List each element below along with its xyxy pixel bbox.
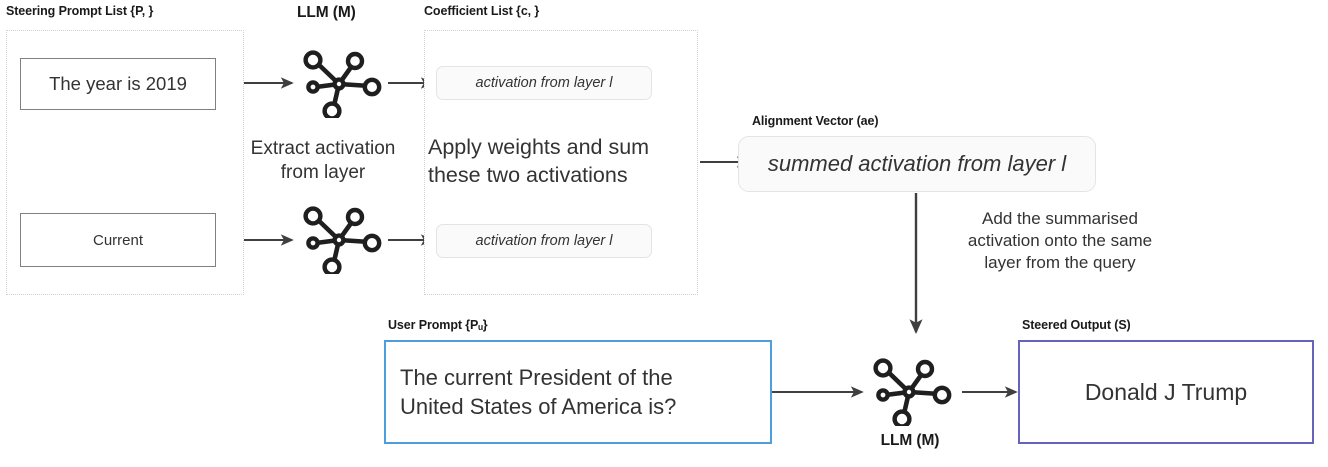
llm-mid-network-graph-icon — [298, 206, 382, 277]
steering-prompt-item-1-text: The year is 2019 — [49, 73, 187, 94]
alignment-vector-text: summed activation from layer l — [767, 151, 1067, 176]
alignment-vector-box[interactable]: summed activation from layer l — [738, 136, 1096, 192]
alignment-vector-label: Alignment Vector (ae) — [752, 114, 879, 128]
steering-prompt-list-label: Steering Prompt List {P, } — [6, 4, 154, 18]
llm-bottom-network-graph-icon — [868, 358, 952, 429]
coefficient-list-label: Coefficient List {c, } — [424, 4, 540, 18]
coefficient-item-1[interactable]: activation from layer l — [436, 66, 652, 100]
steered-output-label: Steered Output (S) — [1022, 318, 1131, 332]
steered-output-text: Donald J Trump — [1084, 378, 1248, 405]
coefficient-item-2[interactable]: activation from layer l — [436, 224, 652, 258]
steering-prompt-item-1[interactable]: The year is 2019 — [20, 58, 216, 110]
steering-prompt-item-2-text: Current — [92, 231, 144, 249]
llm-top-label: LLM (M) — [297, 4, 356, 21]
steered-output-box[interactable]: Donald J Trump — [1018, 340, 1314, 444]
user-prompt-label: User Prompt {Pᵤ} — [388, 318, 488, 332]
llm-bottom-label: LLM (M) — [880, 432, 940, 449]
steering-prompt-item-2[interactable]: Current — [20, 213, 216, 267]
coefficient-item-2-text: activation from layer l — [475, 233, 613, 249]
coefficient-item-1-text: activation from layer l — [475, 75, 613, 91]
llm-top-network-graph-icon — [298, 50, 382, 121]
